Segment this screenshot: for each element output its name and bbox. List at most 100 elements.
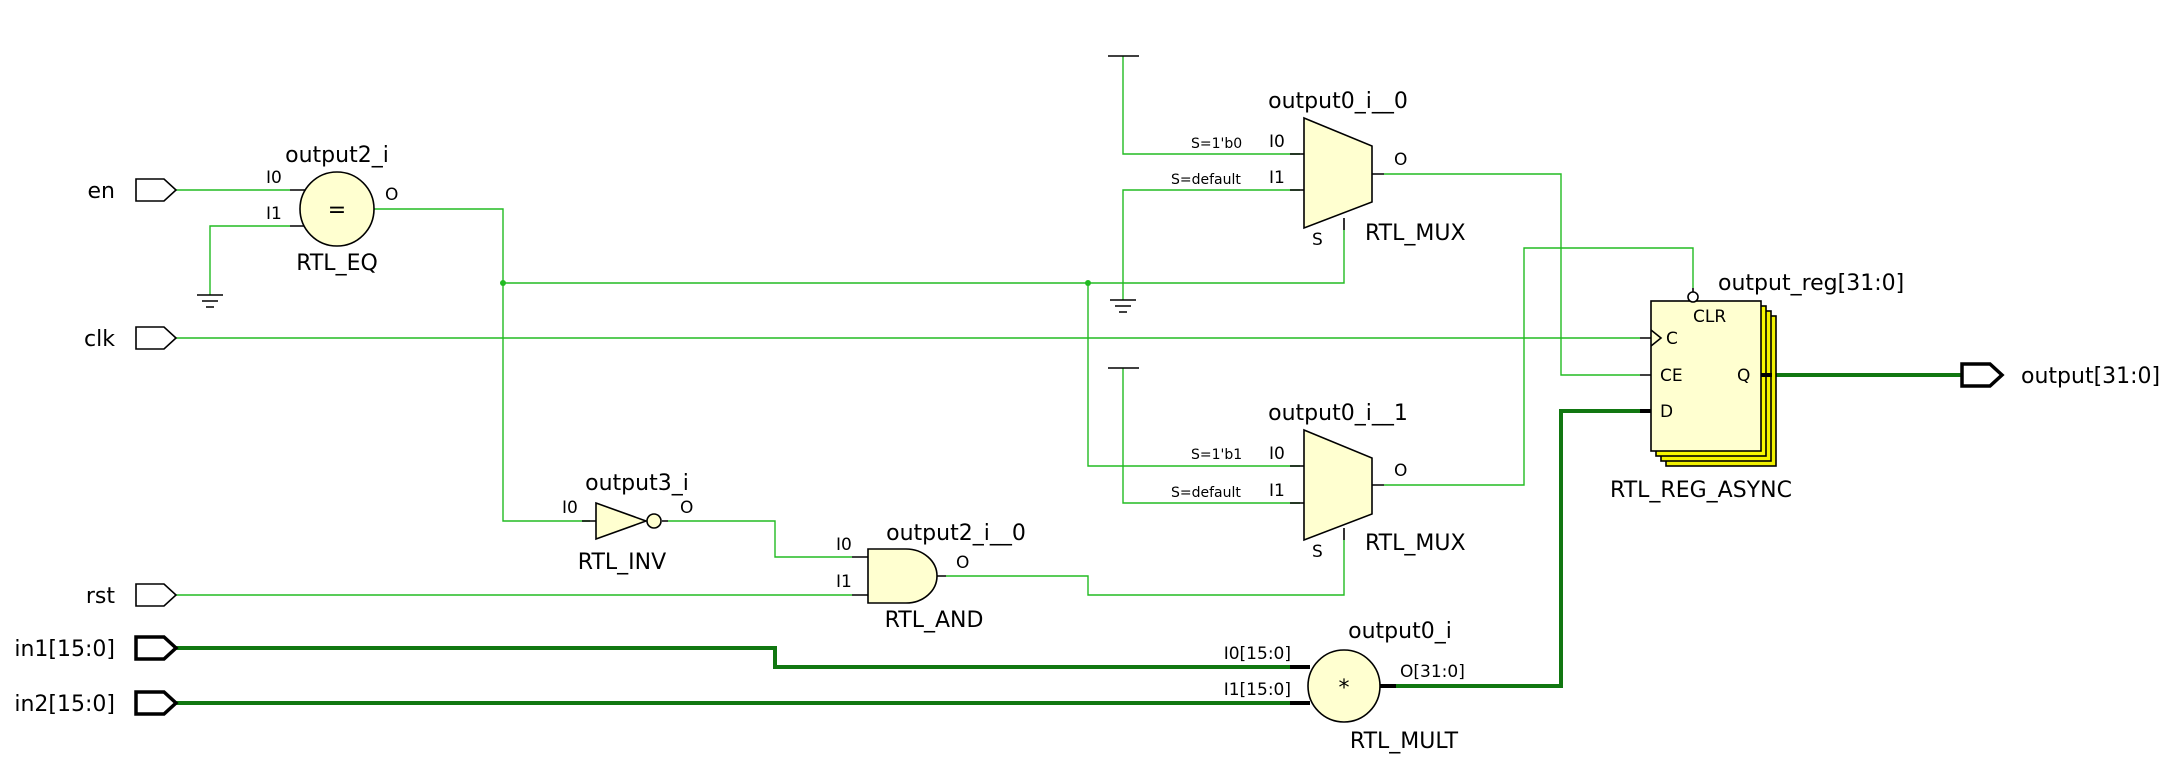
net-and-out[interactable] [946,540,1345,596]
eq-pin-i0: I0 [266,168,282,188]
mult-instance-name: output0_i [1348,619,1452,644]
inverter-bubble [646,513,662,529]
bus-mult-out[interactable] [1396,409,1640,688]
pin-stub [1290,465,1384,540]
port-clk-label: clk [84,327,115,352]
eq-pin-o: O [385,185,398,205]
net-mux0-i1[interactable] [1122,189,1300,300]
input-port-arrow-icon [135,178,178,202]
net-eq-i1-gnd[interactable] [209,225,290,295]
net-junction [500,280,506,286]
mux0-pin-i0: I0 [1269,132,1285,152]
mux0-pin-s-const: S=1'b0 [1191,136,1242,152]
pin-stub [1290,153,1384,230]
eq-symbol: = [328,198,346,223]
cell-rtl-and[interactable]: I0 I1 O output2_i__0 RTL_AND [836,521,1026,633]
reg-pin-clr: CLR [1693,307,1726,327]
inv-instance-name: output3_i [585,471,689,496]
equality-comparator-shape [299,171,375,247]
mux0-pin-o: O [1394,150,1407,170]
bus-in1[interactable] [176,646,1290,669]
mux1-pin-s-default: S=default [1171,485,1241,501]
mux0-instance-name: output0_i__0 [1268,89,1408,114]
mux1-pin-i1: I1 [1269,481,1285,501]
and-pin-o: O [956,553,969,573]
net-eq-out[interactable] [374,208,590,522]
and-gate-shape [867,548,938,604]
inv-pin-i0: I0 [562,498,578,518]
power-symbols [197,55,1139,369]
mux1-pin-o: O [1394,461,1407,481]
net-mux1-out[interactable] [1384,247,1694,486]
mux1-pin-s: S [1312,542,1323,562]
mux0-pin-s-default: S=default [1171,172,1241,188]
port-in1[interactable]: in1[15:0] [14,635,179,662]
clear-inversion-bubble [1687,291,1699,303]
multiplexer-shape [1303,428,1373,542]
port-en-label: en [88,179,115,204]
eq-pin-i1: I1 [266,204,282,224]
net-eq-out-branch[interactable] [503,230,1345,284]
port-output-label: output[31:0] [2021,364,2160,389]
io-ports: en clk rst in1[15:0] in2[15:0] output[31… [14,178,2160,717]
cell-rtl-reg-async[interactable]: CLR C CE Q D output_reg[31:0] RTL_REG_AS… [1610,271,1904,503]
output-bus-port-arrow-icon [1960,362,2005,388]
mux0-pin-i1: I1 [1269,168,1285,188]
eq-instance-name: output2_i [285,143,389,168]
reg-pin-q: Q [1737,366,1750,386]
port-in2[interactable]: in2[15:0] [14,690,179,717]
ground-symbol [1110,299,1136,313]
ground-symbol [197,294,223,308]
cell-rtl-mult[interactable]: * I0[15:0] I1[15:0] O[31:0] output0_i RT… [1224,619,1465,754]
inverter-shape [595,501,649,541]
mux1-pin-s-const: S=1'b1 [1191,447,1242,463]
port-en[interactable]: en [88,178,178,204]
net-junction [1085,280,1091,286]
and-pin-i0: I0 [836,535,852,555]
input-port-arrow-icon [135,583,178,607]
net-mux1-i1[interactable] [1122,368,1300,504]
reg-pin-d: D [1660,402,1673,422]
mult-pin-i0: I0[15:0] [1224,644,1291,664]
mult-symbol: * [1339,676,1350,701]
mux1-cell-type: RTL_MUX [1365,531,1466,556]
port-in2-label: in2[15:0] [14,692,115,717]
net-mux0-i0[interactable] [1122,56,1300,155]
input-bus-port-arrow-icon [134,635,179,661]
cell-rtl-eq[interactable]: = I0 I1 O output2_i RTL_EQ [266,143,398,276]
net-inv-out[interactable] [668,520,852,558]
reg-instance-name: output_reg[31:0] [1718,271,1904,296]
mult-pin-i1: I1[15:0] [1224,680,1291,700]
mult-pin-o: O[31:0] [1400,662,1465,682]
port-clk[interactable]: clk [84,326,178,352]
mux0-cell-type: RTL_MUX [1365,221,1466,246]
bus-pin-stub [1290,665,1396,705]
port-rst[interactable]: rst [86,583,178,609]
input-bus-port-arrow-icon [134,690,179,716]
mult-cell-type: RTL_MULT [1350,729,1459,754]
multiplexer-shape [1303,116,1373,230]
reg-cell-type: RTL_REG_ASYNC [1610,478,1792,503]
eq-cell-type: RTL_EQ [296,251,378,276]
mux1-instance-name: output0_i__1 [1268,401,1408,426]
cell-rtl-mux-1[interactable]: S=1'b1 S=default I0 I1 O S output0_i__1 … [1171,401,1466,562]
and-pin-i1: I1 [836,572,852,592]
bus-pin-stub [1640,373,1772,413]
clock-input-arrow-icon [1650,329,1663,347]
cell-rtl-mux-0[interactable]: S=1'b0 S=default I0 I1 O S output0_i__0 … [1171,89,1466,250]
reg-pin-c: C [1666,329,1678,349]
port-rst-label: rst [86,584,116,609]
net-eq-out-branch2[interactable] [1087,283,1300,467]
input-port-arrow-icon [135,326,178,350]
port-in1-label: in1[15:0] [14,637,115,662]
port-output[interactable]: output[31:0] [1960,362,2160,389]
net-mux0-out[interactable] [1384,173,1640,376]
and-cell-type: RTL_AND [885,608,984,633]
inv-cell-type: RTL_INV [578,550,666,575]
nets [176,56,1962,705]
and-instance-name: output2_i__0 [886,521,1026,546]
cell-rtl-inv[interactable]: I0 O output3_i RTL_INV [562,471,693,575]
mux1-pin-i0: I0 [1269,444,1285,464]
reg-pin-ce: CE [1660,366,1683,386]
